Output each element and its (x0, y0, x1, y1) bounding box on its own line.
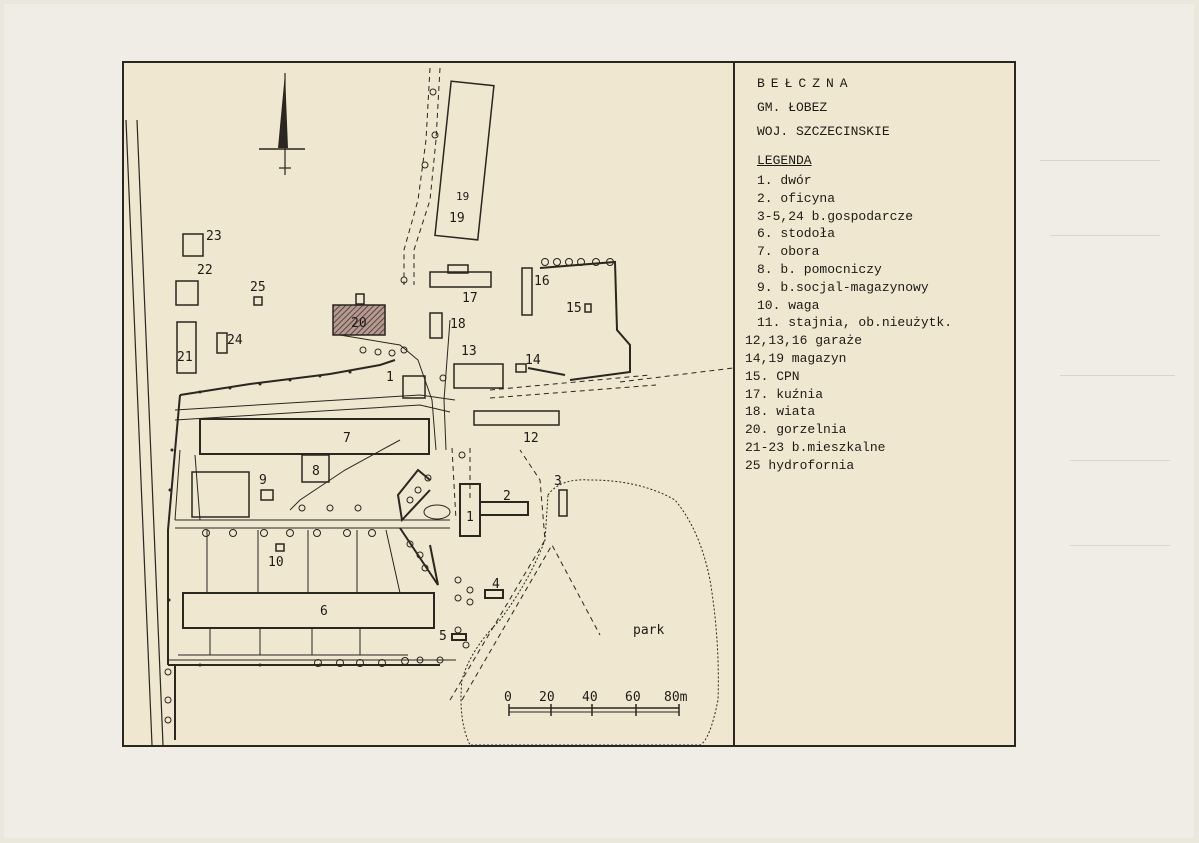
legend-item: 3-5,24 b.gospodarcze (757, 208, 914, 224)
building-label-10: 10 (268, 555, 284, 570)
building-label-8: 8 (312, 464, 320, 479)
building-label-2: 2 (503, 489, 511, 504)
building-label-5: 5 (439, 629, 447, 644)
park-outline (460, 479, 719, 745)
legend-item: 8. b. pomocniczy (757, 261, 882, 277)
legend-heading: LEGENDA (757, 153, 812, 168)
building-label-14: 14 (525, 353, 541, 368)
legend-item: 25 hydrofornia (745, 457, 855, 473)
legend-item: 7. obora (757, 244, 820, 260)
building-label-1: 1 (466, 510, 474, 525)
building-label-21: 21 (177, 350, 193, 365)
faint-line (1070, 460, 1170, 461)
legend-item: 2. oficyna (757, 190, 836, 206)
legend-item: 9. b.socjal-magazynowy (757, 279, 929, 295)
legend-list: 1. dwór 2. oficyna 3-5,24 b.gospodarcze … (745, 172, 1010, 475)
voivodeship-title: WOJ. SZCZECINSKIE (757, 124, 890, 139)
building-label-6: 6 (320, 604, 328, 619)
building-label-9: 9 (259, 473, 267, 488)
scale-bar (508, 704, 680, 716)
building-label-25: 25 (250, 280, 266, 295)
legend-item: 1. dwór (757, 173, 812, 188)
legend-item: 15. CPN (745, 368, 800, 384)
faint-line (1070, 545, 1170, 546)
main-road (125, 119, 164, 745)
legend-item: 18. wiata (745, 404, 816, 420)
building-labels: 1 1 2 3 4 5 6 7 8 9 10 12 13 14 15 16 17… (177, 190, 664, 644)
building-label-24: 24 (227, 333, 243, 348)
scale-label: 0 (504, 690, 512, 705)
site-plan: 0 20 40 60 80m 1 1 2 3 4 5 6 7 8 9 10 12… (125, 67, 733, 745)
building-label-23: 23 (206, 229, 222, 244)
fountain (423, 504, 451, 520)
building-label-13: 13 (461, 344, 477, 359)
park-label: park (633, 623, 664, 638)
dashed-roads (403, 67, 733, 701)
legend-item: 17. kuźnia (745, 386, 824, 402)
building-label-1: 1 (386, 370, 394, 385)
scale-label: 60 (625, 690, 641, 705)
faint-line (1060, 375, 1175, 376)
legend-item: 14,19 magazyn (745, 350, 847, 366)
building-label-19-handwritten: 19 (456, 190, 469, 203)
legend-item: 20. gorzelnia (745, 422, 847, 438)
building-label-7: 7 (343, 431, 351, 446)
building-label-18: 18 (450, 317, 466, 332)
village-title: BEŁCZNA (757, 76, 854, 91)
legend-item: 11. stajnia, ob.nieużytk. (757, 315, 953, 331)
building-label-15: 15 (566, 301, 582, 316)
scale-label: 40 (582, 690, 598, 705)
building-label-19: 19 (449, 211, 465, 226)
legend-item: 6. stodoła (757, 226, 836, 242)
scale-label: 20 (539, 690, 555, 705)
fence-lines (167, 260, 631, 740)
legend-panel: BEŁCZNA GM. ŁOBEZ WOJ. SZCZECINSKIE LEGE… (745, 70, 1010, 475)
building-label-4: 4 (492, 577, 500, 592)
fence-posts (167, 370, 352, 667)
north-arrow-icon (259, 73, 305, 175)
farm-roads (168, 319, 456, 661)
building-label-16: 16 (534, 274, 550, 289)
gmina-title: GM. ŁOBEZ (757, 100, 828, 115)
scale-label: 80m (664, 690, 688, 705)
building-label-17: 17 (462, 291, 478, 306)
scale-labels: 0 20 40 60 80m (504, 690, 688, 705)
building-label-20: 20 (351, 316, 367, 331)
building-label-22: 22 (197, 263, 213, 278)
building-label-12: 12 (523, 431, 539, 446)
legend-item: 12,13,16 garaże (745, 333, 863, 349)
faint-line (1050, 235, 1160, 236)
small-plots (178, 529, 408, 656)
building-label-3: 3 (554, 474, 562, 489)
legend-item: 10. waga (757, 297, 820, 313)
map-legend-divider (733, 63, 735, 745)
faint-line (1040, 160, 1160, 161)
legend-item: 21-23 b.mieszkalne (745, 439, 886, 455)
